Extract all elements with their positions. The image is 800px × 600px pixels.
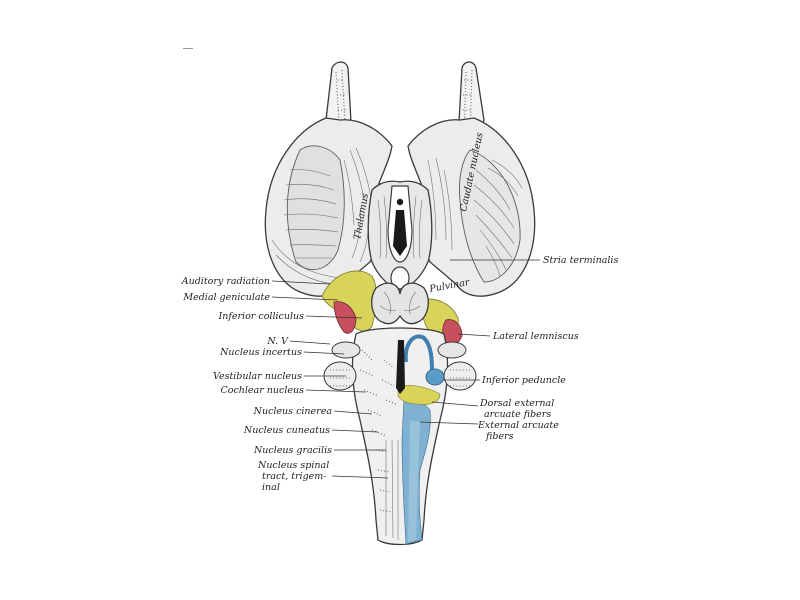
label-medial-geniculate: Medial geniculate xyxy=(182,292,270,303)
right-labels: Stria terminalis Lateral lemniscus Infer… xyxy=(477,255,618,442)
stray-mark xyxy=(183,48,193,49)
left-labels: Auditory radiation Medial geniculate Inf… xyxy=(181,276,333,493)
label-dorsal-external-line1: Dorsal external xyxy=(479,398,554,409)
label-n-v: N. V xyxy=(266,336,289,347)
label-nucleus-gracilis: Nucleus gracilis xyxy=(253,445,332,456)
label-auditory-radiation: Auditory radiation xyxy=(181,276,270,287)
label-inferior-colliculus: Inferior colliculus xyxy=(218,311,305,322)
label-external-arcuate-line1: External arcuate xyxy=(477,420,559,431)
leader-lines xyxy=(271,259,540,479)
label-lateral-lemniscus: Lateral lemniscus xyxy=(492,331,579,342)
label-dorsal-external-line2: arcuate fibers xyxy=(484,409,551,420)
label-nucleus-spinal-line3: inal xyxy=(262,482,280,493)
label-vestibular-nucleus: Vestibular nucleus xyxy=(213,371,302,382)
label-nucleus-cinerea: Nucleus cinerea xyxy=(253,406,333,417)
label-nucleus-cuneatus: Nucleus cuneatus xyxy=(243,425,330,436)
left-thalamus-mass xyxy=(264,117,393,297)
label-inferior-peduncle: Inferior peduncle xyxy=(481,375,566,386)
label-external-arcuate-line2: fibers xyxy=(485,431,514,442)
colliculi-region xyxy=(321,270,463,346)
medulla-column xyxy=(323,327,477,546)
right-thalamus-mass: Caudate nucleus xyxy=(407,117,536,297)
label-stria-terminalis: Stria terminalis xyxy=(543,255,618,266)
label-nucleus-spinal-line1: Nucleus spinal xyxy=(257,460,329,471)
label-nucleus-spinal-line2: tract, trigem- xyxy=(262,471,327,482)
label-cochlear-nucleus: Cochlear nucleus xyxy=(220,385,304,396)
label-nucleus-incertus: Nucleus incertus xyxy=(219,347,302,358)
